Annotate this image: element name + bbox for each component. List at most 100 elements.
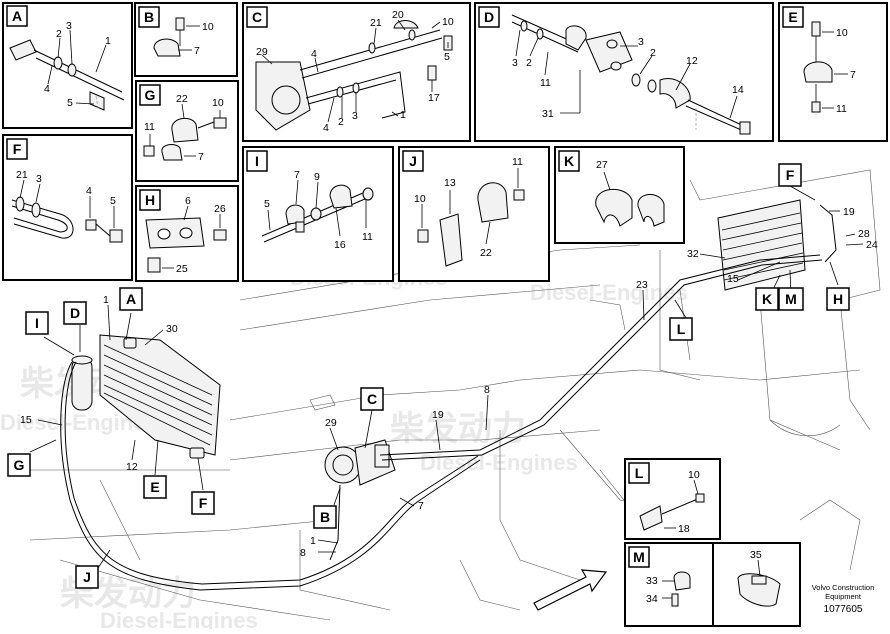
main-num-15: 15 [20, 414, 32, 426]
svg-text:31: 31 [542, 108, 554, 120]
svg-text:5: 5 [67, 97, 73, 109]
receiver-drier [71, 355, 93, 411]
svg-text:10: 10 [836, 27, 848, 39]
svg-text:A: A [12, 8, 22, 24]
tag-I: I [35, 315, 39, 331]
svg-text:7: 7 [850, 69, 856, 81]
evaporator-unit [717, 199, 806, 291]
svg-text:26: 26 [214, 203, 226, 215]
tag-K: K [762, 291, 772, 307]
main-num-1b: 1 [310, 535, 316, 547]
main-num-8: 8 [484, 384, 490, 396]
svg-text:10: 10 [688, 469, 700, 481]
svg-text:2: 2 [338, 116, 344, 128]
svg-text:6: 6 [185, 195, 191, 207]
svg-text:Diesel-Engines: Diesel-Engines [530, 280, 688, 305]
main-num-32: 32 [687, 248, 699, 260]
main-num-24: 24 [866, 239, 878, 251]
svg-text:2: 2 [650, 47, 656, 59]
svg-text:3: 3 [352, 110, 358, 122]
svg-text:J: J [409, 153, 417, 169]
svg-text:1: 1 [400, 109, 406, 121]
svg-text:22: 22 [176, 93, 188, 105]
main-tags: I D A G E F C B J F K M H L [7, 163, 850, 589]
tag-G: G [14, 457, 25, 473]
svg-text:L: L [635, 465, 644, 481]
tag-A: A [126, 291, 136, 307]
svg-text:5: 5 [444, 51, 450, 63]
svg-text:F: F [13, 141, 22, 157]
svg-text:D: D [484, 9, 494, 25]
svg-text:25: 25 [176, 263, 188, 275]
svg-text:35: 35 [750, 549, 762, 561]
svg-text:G: G [145, 87, 156, 103]
svg-text:7: 7 [198, 151, 204, 163]
svg-text:12: 12 [686, 55, 698, 67]
main-numbers: 1 30 15 12 29 8 19 7 1 8 23 32 15 19 28 … [20, 206, 878, 559]
condenser [99, 334, 221, 459]
panel-C: C 21 20 10 5 29 4 17 4 2 3 1 [242, 2, 471, 142]
panel-L: L 10 18 [624, 458, 721, 540]
svg-text:4: 4 [44, 83, 50, 95]
main-num-19b: 19 [843, 206, 855, 218]
svg-text:Diesel-Engines: Diesel-Engines [100, 608, 258, 629]
main-num-23: 23 [636, 279, 648, 291]
svg-text:5: 5 [110, 195, 116, 207]
svg-text:11: 11 [144, 121, 155, 133]
panel-H: H 6 26 25 [135, 185, 239, 282]
tag-D: D [70, 305, 80, 321]
svg-text:10: 10 [442, 16, 454, 28]
svg-text:3: 3 [638, 36, 644, 48]
svg-text:4: 4 [86, 185, 92, 197]
main-num-1: 1 [103, 294, 109, 306]
svg-text:I: I [255, 153, 259, 169]
svg-text:22: 22 [480, 247, 492, 259]
svg-text:1: 1 [105, 35, 111, 47]
svg-text:5: 5 [264, 198, 270, 210]
svg-text:34: 34 [646, 593, 658, 605]
svg-text:7: 7 [294, 169, 300, 181]
tag-B: B [320, 509, 330, 525]
panel-D: D 3 2 3 2 11 12 14 31 [474, 2, 774, 142]
compressor [324, 439, 396, 486]
panel-K: K 27 [554, 146, 685, 244]
main-num-7: 7 [418, 500, 424, 512]
footer-company-line1: Volvo Construction [812, 583, 875, 592]
main-num-12: 12 [126, 461, 138, 473]
svg-text:17: 17 [428, 92, 440, 104]
tag-C: C [367, 391, 377, 407]
panel-E: E 10 7 11 [778, 2, 888, 142]
tag-M: M [785, 291, 797, 307]
svg-text:14: 14 [732, 84, 744, 96]
svg-text:18: 18 [678, 523, 690, 535]
main-num-8b: 8 [300, 547, 306, 559]
direction-arrow [533, 569, 608, 611]
svg-text:11: 11 [362, 231, 373, 243]
svg-text:27: 27 [596, 159, 608, 171]
main-num-29: 29 [325, 417, 337, 429]
svg-text:21: 21 [370, 17, 382, 29]
svg-text:11: 11 [540, 77, 551, 89]
main-num-28: 28 [858, 228, 870, 240]
doc-number: 1077605 [824, 604, 863, 615]
svg-text:10: 10 [212, 97, 224, 109]
svg-text:3: 3 [36, 173, 42, 185]
ac-hoses [60, 204, 837, 591]
svg-text:2: 2 [526, 57, 532, 69]
svg-text:29: 29 [256, 46, 268, 58]
svg-text:13: 13 [444, 177, 456, 189]
panel-F: F 21 3 4 5 [2, 134, 133, 281]
svg-text:16: 16 [334, 239, 346, 251]
svg-text:3: 3 [512, 57, 518, 69]
tag-H: H [833, 291, 843, 307]
svg-text:B: B [144, 9, 154, 25]
panel-M: M 35 33 34 [624, 542, 801, 627]
svg-text:Diesel-Engines: Diesel-Engines [420, 450, 578, 475]
panel-I: I 7 9 5 16 11 [242, 146, 394, 282]
footer: Volvo Construction Equipment 1077605 [812, 583, 875, 615]
svg-text:E: E [788, 9, 797, 25]
tag-E: E [150, 479, 159, 495]
svg-text:21: 21 [16, 169, 28, 181]
main-num-19: 19 [432, 409, 444, 421]
